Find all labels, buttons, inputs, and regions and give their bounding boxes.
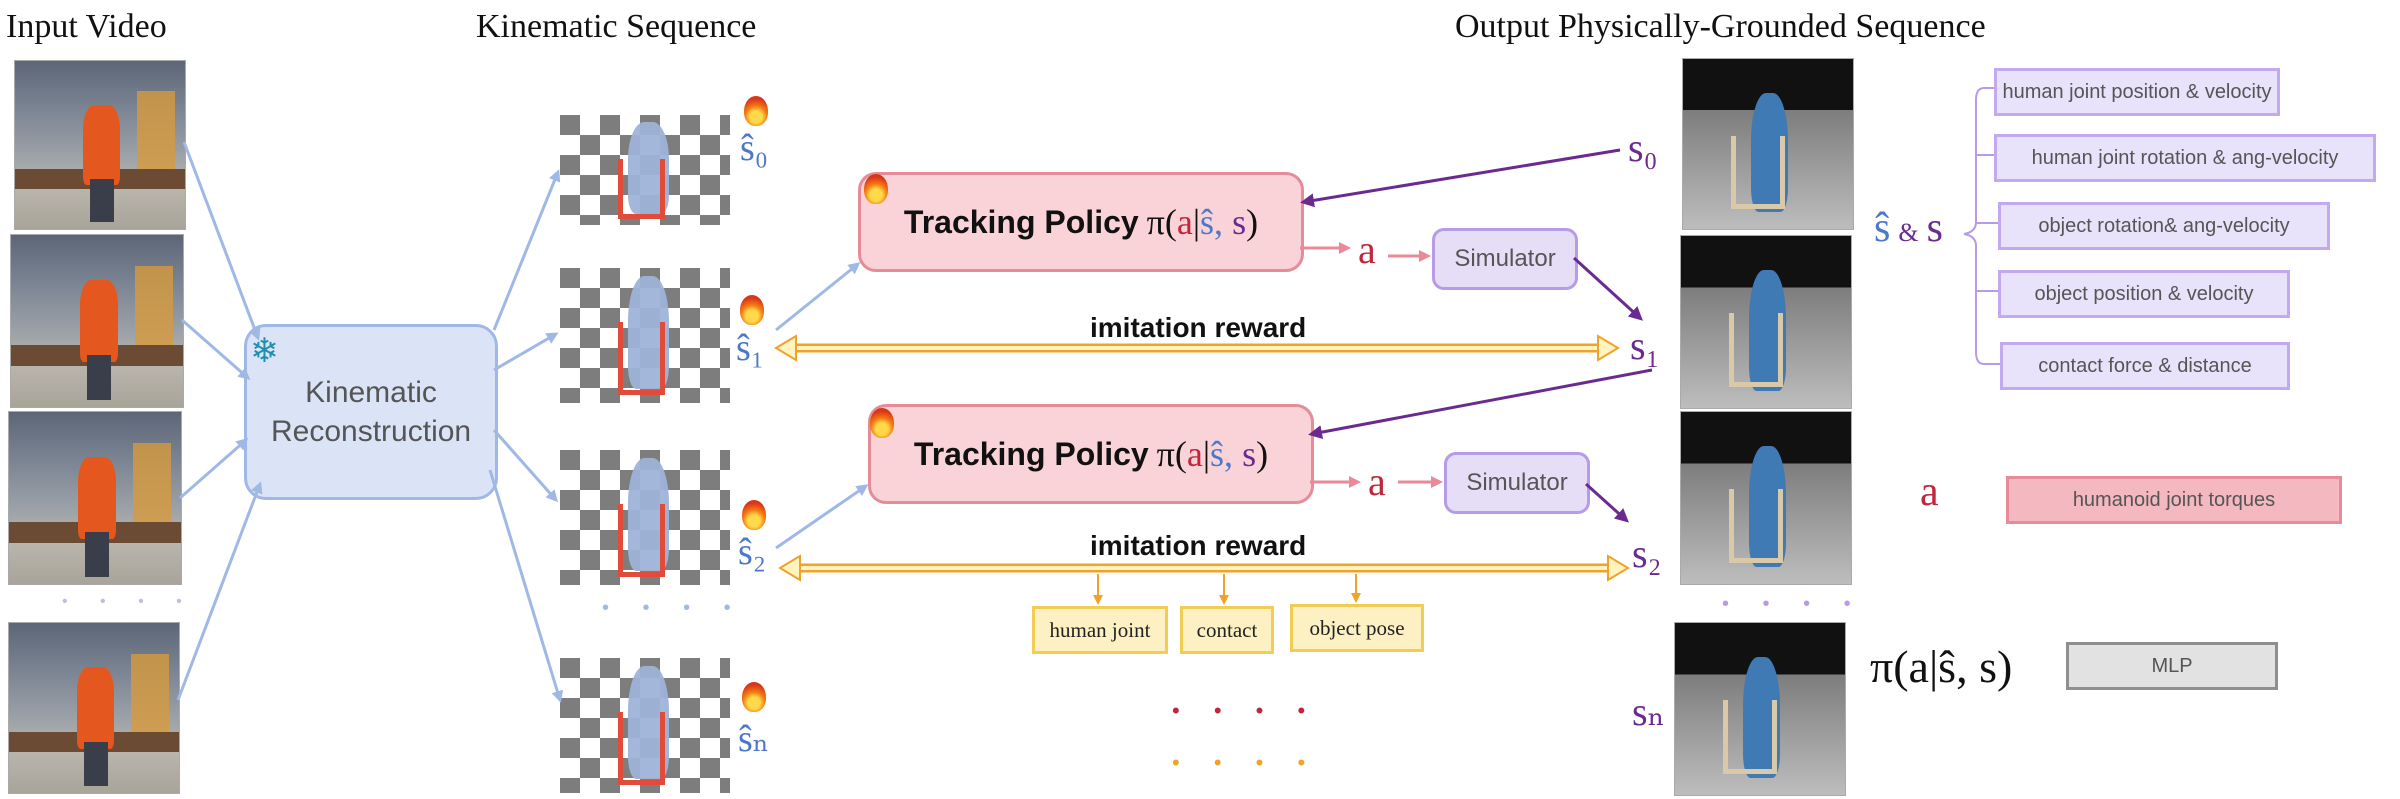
policy-legend-formula: π(a|ŝ, s): [1870, 641, 2013, 692]
heading-input-video: Input Video: [6, 8, 167, 45]
arrow-input-n: [176, 481, 263, 701]
reward-term-contact: contact: [1180, 606, 1274, 654]
arrow-input-3: [179, 438, 249, 500]
heading-kinematic-sequence: Kinematic Sequence: [476, 8, 757, 45]
kinematic-frame-0: [560, 115, 730, 225]
arrow-recon-1: [493, 332, 559, 372]
simulator-box-2: Simulator: [1444, 452, 1590, 514]
kinematic-label-1: ŝ₁: [736, 327, 765, 369]
state-label-0: s₀: [1628, 125, 1658, 170]
imitation-reward-label-1: imitation reward: [1090, 312, 1307, 343]
state-legend-brace: [1963, 87, 2000, 365]
input-frame-3: [8, 411, 182, 585]
kinematic-reconstruction-label: Kinematic Reconstruction: [271, 376, 472, 448]
input-frame-2: [10, 234, 184, 408]
state-label-n: sₙ: [1632, 689, 1665, 734]
tracking-policy-box-1: Tracking Policy π(a|ŝ, s): [858, 172, 1304, 272]
arrow-kin-policy-1: [775, 262, 861, 332]
arrow-kin-policy-2: [775, 484, 869, 550]
output-ellipsis: • • • •: [1722, 593, 1865, 615]
kinematic-frame-1: [560, 268, 730, 403]
imitation-reward-arrow-1: [774, 334, 1620, 362]
input-ellipsis: • • • •: [62, 593, 196, 610]
kinematic-frame-2: [560, 450, 730, 585]
feature-object-rotation: object rotation& ang-velocity: [1998, 202, 2330, 250]
input-frame-n: [8, 622, 180, 794]
kinematic-label-n: ŝₙ: [738, 718, 770, 760]
feature-joint-position: human joint position & velocity: [1994, 68, 2280, 116]
kinematic-frame-n: [560, 658, 730, 793]
feature-joint-rotation: human joint rotation & ang-velocity: [1994, 134, 2376, 182]
imitation-reward-arrow-2: [778, 554, 1630, 582]
flame-icon: [744, 96, 768, 126]
arrow-recon-2: [492, 429, 558, 503]
flame-icon: [742, 500, 766, 530]
arrow-state-policy-1: [1300, 148, 1621, 208]
arrow-sim-state-1: [1572, 256, 1643, 321]
arrow-recon-n: [488, 469, 564, 703]
flame-icon: [742, 682, 766, 712]
heading-output-sequence: Output Physically-Grounded Sequence: [1455, 8, 1986, 45]
policy-ellipsis-red: • • • •: [1172, 698, 1320, 723]
arrow-input-2: [181, 318, 251, 380]
flame-icon: [740, 295, 764, 325]
tracking-policy-label: Tracking Policy: [913, 435, 1149, 472]
kinematic-label-2: ŝ₂: [738, 531, 767, 573]
arrow-state-policy-2: [1308, 368, 1653, 440]
arrow-recon-0: [492, 169, 561, 331]
state-label-1: s₁: [1630, 323, 1660, 368]
flame-icon: [870, 408, 894, 438]
output-frame-n: [1674, 622, 1846, 796]
state-legend-symbol: ŝ&s: [1874, 205, 1943, 251]
output-frame-1: [1680, 235, 1852, 409]
feature-contact-force: contact force & distance: [2000, 342, 2290, 390]
arrow-input-1: [182, 141, 261, 341]
action-label-2: a: [1368, 459, 1386, 504]
kinematic-ellipsis: • • • •: [602, 597, 745, 619]
action-label-1: a: [1358, 227, 1376, 272]
output-frame-2: [1680, 411, 1852, 585]
output-frame-0: [1682, 58, 1854, 230]
simulator-box-1: Simulator: [1432, 228, 1578, 290]
flame-icon: [864, 174, 888, 204]
tracking-policy-box-2: Tracking Policy π(a|ŝ, s): [868, 404, 1314, 504]
reward-term-human-joint: human joint: [1032, 606, 1168, 654]
policy-ellipsis-orange: • • • •: [1172, 750, 1320, 775]
tracking-policy-label: Tracking Policy: [903, 203, 1139, 240]
policy-legend-box: MLP: [2066, 642, 2278, 690]
feature-object-position: object position & velocity: [1998, 270, 2290, 318]
kinematic-label-0: ŝ₀: [740, 127, 769, 169]
imitation-reward-label-2: imitation reward: [1090, 530, 1307, 561]
state-label-2: s₂: [1632, 531, 1662, 576]
arrow-sim-state-2: [1584, 482, 1629, 523]
action-legend-box: humanoid joint torques: [2006, 476, 2342, 524]
reward-term-object-pose: object pose: [1290, 604, 1424, 652]
kinematic-reconstruction-box: Kinematic Reconstruction: [244, 324, 498, 500]
action-legend-symbol: a: [1920, 469, 1939, 515]
